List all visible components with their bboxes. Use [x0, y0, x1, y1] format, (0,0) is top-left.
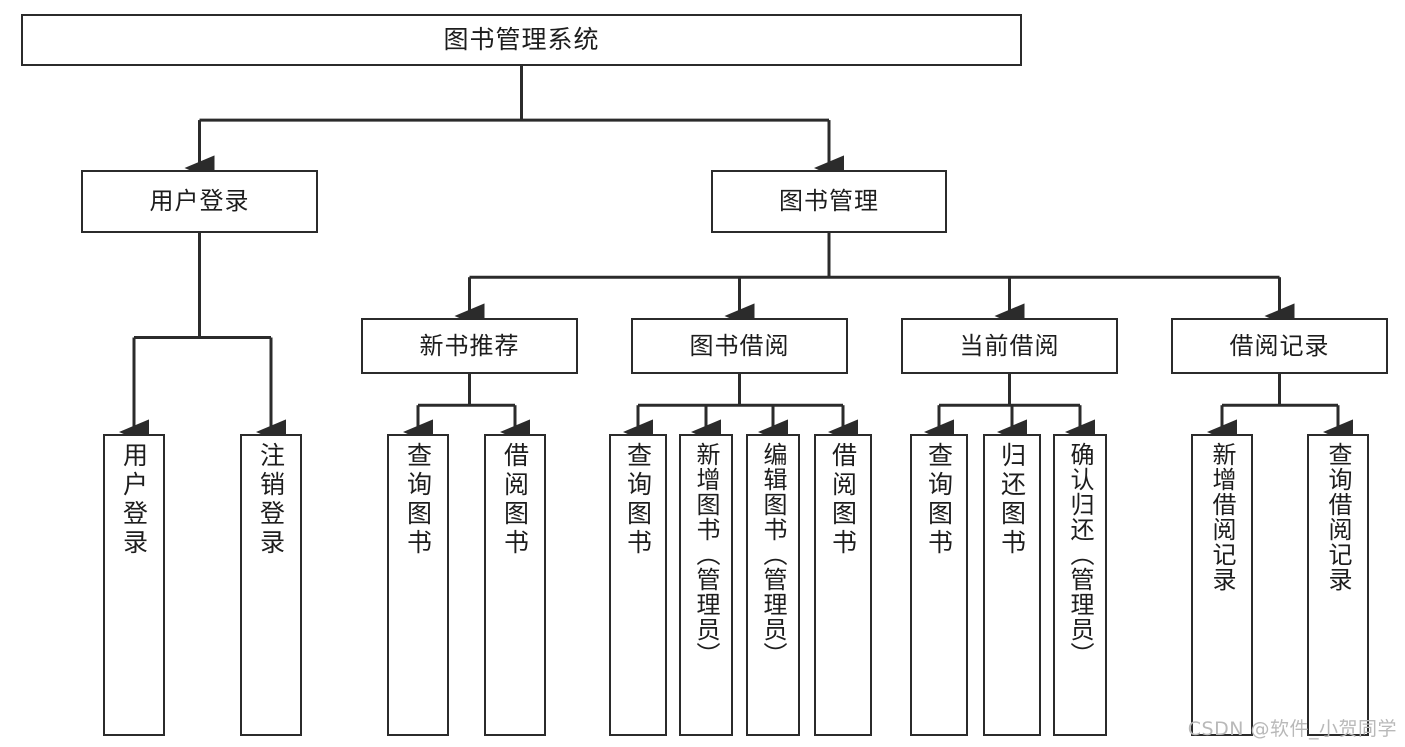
- node-leaf-edit-book-admin[interactable]: 编辑图书（管理员）: [746, 434, 800, 736]
- node-book-manage[interactable]: 图书管理: [711, 170, 947, 233]
- node-borrow-record[interactable]: 借阅记录: [1171, 318, 1388, 374]
- node-leaf-return-book-label: 归还图书: [997, 442, 1027, 558]
- connector-bus: [134, 233, 271, 340]
- node-leaf-query-book-2[interactable]: 查询图书: [609, 434, 667, 736]
- node-borrow-record-label: 借阅记录: [1229, 331, 1330, 360]
- node-book-manage-label: 图书管理: [779, 187, 879, 216]
- node-leaf-borrow-book-1[interactable]: 借阅图书: [484, 434, 546, 736]
- connector-bus: [1222, 374, 1338, 407]
- node-leaf-add-borrow-record[interactable]: 新增借阅记录: [1191, 434, 1253, 736]
- connector-bus: [939, 374, 1080, 407]
- node-user-login[interactable]: 用户登录: [81, 170, 318, 233]
- node-leaf-user-login[interactable]: 用户登录: [103, 434, 165, 736]
- node-root[interactable]: 图书管理系统: [21, 14, 1022, 66]
- node-leaf-query-book-3-label: 查询图书: [924, 442, 954, 558]
- node-book-borrow[interactable]: 图书借阅: [631, 318, 848, 374]
- node-leaf-query-book-1[interactable]: 查询图书: [387, 434, 449, 736]
- node-new-book-recommend-label: 新书推荐: [419, 331, 520, 360]
- node-leaf-borrow-book-1-label: 借阅图书: [500, 442, 530, 558]
- connector-bus: [638, 374, 843, 407]
- node-leaf-user-logout[interactable]: 注销登录: [240, 434, 302, 736]
- node-leaf-query-book-1-label: 查询图书: [403, 442, 433, 558]
- node-leaf-confirm-return-admin[interactable]: 确认归还（管理员）: [1053, 434, 1107, 736]
- node-leaf-add-borrow-record-label: 新增借阅记录: [1208, 442, 1236, 592]
- node-leaf-user-logout-label: 注销登录: [256, 442, 286, 558]
- connector-bus: [469, 233, 1280, 279]
- node-leaf-borrow-book-2-label: 借阅图书: [828, 442, 858, 558]
- node-leaf-query-borrow-record-label: 查询借阅记录: [1324, 442, 1352, 592]
- node-leaf-query-borrow-record[interactable]: 查询借阅记录: [1307, 434, 1369, 736]
- node-root-label: 图书管理系统: [443, 25, 600, 54]
- node-leaf-edit-book-admin-label: 编辑图书（管理员）: [759, 442, 787, 667]
- csdn-watermark: CSDN @软件_小贺同学: [1187, 718, 1397, 740]
- node-leaf-query-book-2-label: 查询图书: [623, 442, 653, 558]
- node-leaf-user-login-label: 用户登录: [119, 442, 149, 558]
- node-leaf-confirm-return-admin-label: 确认归还（管理员）: [1066, 442, 1094, 667]
- node-current-borrow-label: 当前借阅: [959, 331, 1060, 360]
- connector-bus: [199, 66, 829, 122]
- connector-bus: [418, 374, 515, 407]
- node-leaf-query-book-3[interactable]: 查询图书: [910, 434, 968, 736]
- node-user-login-label: 用户登录: [149, 187, 250, 216]
- node-new-book-recommend[interactable]: 新书推荐: [361, 318, 578, 374]
- node-leaf-return-book[interactable]: 归还图书: [983, 434, 1041, 736]
- node-book-borrow-label: 图书借阅: [689, 331, 790, 360]
- node-current-borrow[interactable]: 当前借阅: [901, 318, 1118, 374]
- node-leaf-add-book-admin[interactable]: 新增图书（管理员）: [679, 434, 733, 736]
- node-leaf-borrow-book-2[interactable]: 借阅图书: [814, 434, 872, 736]
- node-leaf-add-book-admin-label: 新增图书（管理员）: [692, 442, 720, 667]
